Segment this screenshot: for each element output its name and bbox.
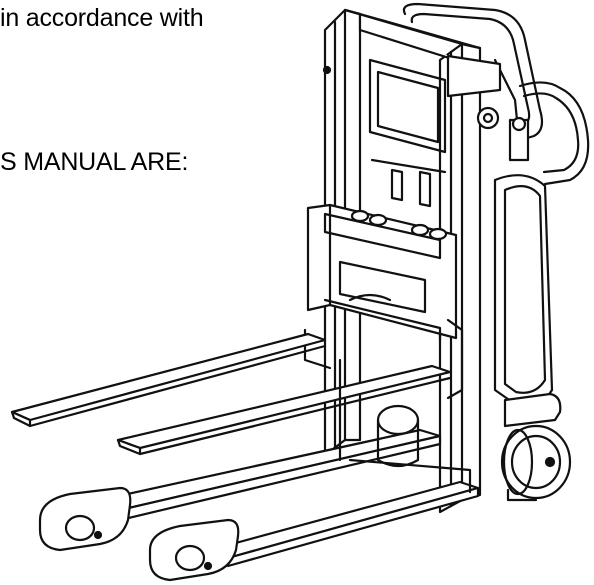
fork-right [118,366,450,454]
tiller-handle [404,4,588,184]
mast-inner-panel [370,60,445,206]
fork-left [12,334,325,426]
mast-top-beam [345,10,480,62]
drive-wheel [502,394,570,500]
base-legs [100,430,478,566]
fork-carriage [305,205,462,398]
load-wheel-left [40,488,130,550]
body-text-line-2: S MANUAL ARE: [0,148,189,176]
body-text-line-1: in accordance with [0,4,204,32]
control-head [448,56,528,160]
battery-cover [495,175,552,405]
load-wheel-right [150,520,238,580]
lift-cylinder [340,360,418,466]
